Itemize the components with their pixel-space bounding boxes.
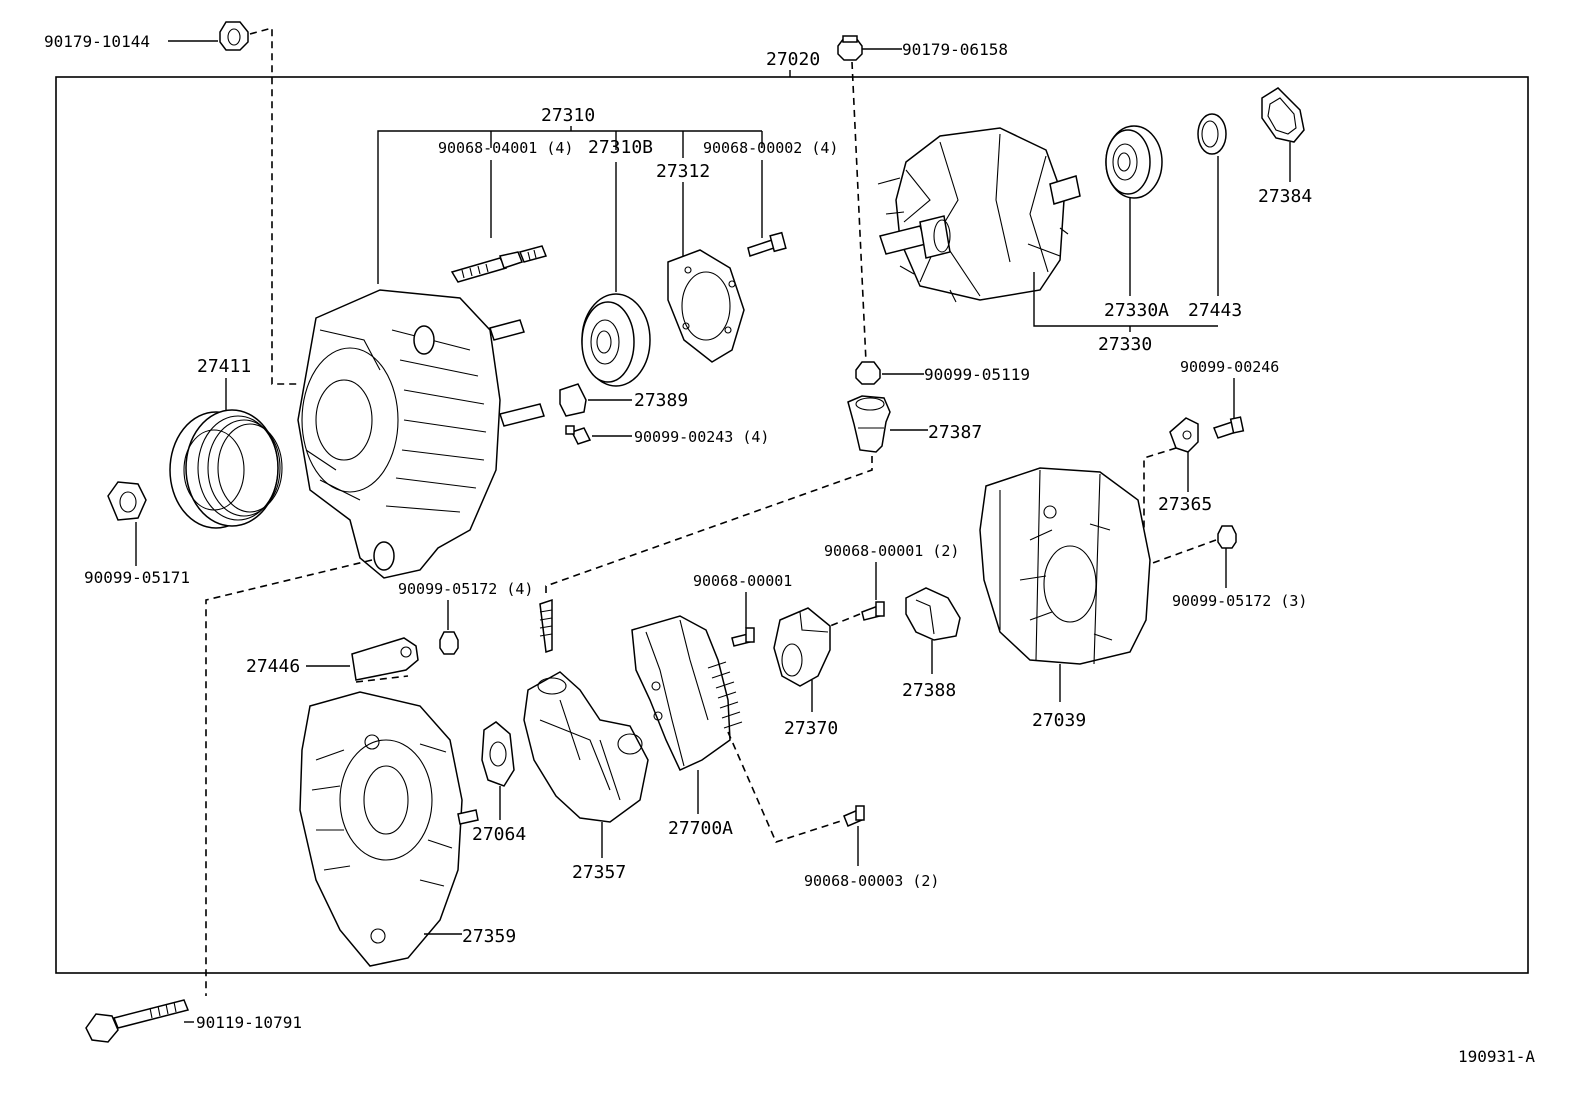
screw-90068-00002 (747, 231, 787, 257)
brush-holder-27370 (773, 607, 831, 687)
leader-dashed-90099-05172-3 (1149, 539, 1217, 565)
terminal-27387 (847, 395, 891, 453)
bearing-27330A (1105, 125, 1163, 199)
label-27359: 27359 (462, 926, 516, 947)
label-90099-05171: 90099-05171 (84, 568, 190, 587)
screw-90068-00001 (731, 627, 755, 647)
label-27446: 27446 (246, 656, 300, 677)
regulator-27700A (631, 615, 743, 771)
rear-cover-27039 (979, 467, 1151, 665)
label-27039: 27039 (1032, 710, 1086, 731)
nut-90179-06158 (837, 35, 863, 61)
leader-dashed-27700A (727, 731, 845, 843)
cover-27388 (905, 587, 961, 641)
label-27310B: 27310B (588, 137, 653, 158)
label-90068-00002: 90068-00002 (4) (703, 139, 838, 157)
rotor-27330 (877, 127, 1081, 303)
bearing-27310B (581, 293, 651, 387)
leader-dashed-27446 (355, 675, 409, 683)
label-27388: 27388 (902, 680, 956, 701)
label-27370: 27370 (784, 718, 838, 739)
nut-90099-05119 (855, 361, 881, 385)
diagram-id: 190931-A (1458, 1047, 1535, 1066)
rectifier-27357 (523, 598, 649, 823)
label-90099-05172-4: 90099-05172 (4) (398, 580, 533, 598)
screw-90099-00243 (565, 425, 592, 445)
leader-dashed-90179-10144 (249, 26, 300, 385)
label-27312: 27312 (656, 161, 710, 182)
pulley-27411 (169, 409, 283, 529)
alternator-housing-27310 (297, 289, 545, 579)
leader-dashed-housing (205, 559, 373, 996)
label-90179-10144: 90179-10144 (44, 32, 150, 51)
label-90068-00001-2: 90068-00001 (2) (824, 542, 959, 560)
washer-27443 (1197, 113, 1227, 155)
drive-end-frame-27359 (299, 691, 479, 967)
bracket-27365 (1169, 417, 1199, 453)
label-27357: 27357 (572, 862, 626, 883)
label-27384: 27384 (1258, 186, 1312, 207)
leader-dashed-90179-06158 (851, 61, 867, 363)
label-90068-00003: 90068-00003 (2) (804, 872, 939, 890)
stud-90068-04001 (450, 245, 548, 283)
label-90068-00001: 90068-00001 (693, 572, 792, 590)
cover-27384 (1261, 87, 1305, 143)
bracket-27446 (351, 637, 419, 681)
label-90099-00246: 90099-00246 (1180, 358, 1279, 376)
label-90099-05119: 90099-05119 (924, 365, 1030, 384)
label-27064: 27064 (472, 824, 526, 845)
retainer-plate-27312 (667, 249, 745, 363)
label-27330: 27330 (1098, 334, 1152, 355)
nut-90099-05172-4 (439, 631, 459, 655)
assembly-frame (55, 76, 1529, 974)
label-90068-04001: 90068-04001 (4) (438, 139, 573, 157)
label-27365: 27365 (1158, 494, 1212, 515)
label-27020: 27020 (766, 49, 820, 70)
insulator-27389 (559, 383, 587, 417)
label-90119-10791: 90119-10791 (196, 1013, 302, 1032)
plate-27064 (481, 721, 515, 787)
nut-90179-10144 (219, 21, 249, 51)
nut-90099-05171 (107, 481, 147, 521)
label-27330A: 27330A (1104, 300, 1169, 321)
label-27700A: 27700A (668, 818, 733, 839)
label-27411: 27411 (197, 356, 251, 377)
label-90099-00243: 90099-00243 (4) (634, 428, 769, 446)
screw-90068-00001-2 (861, 601, 885, 621)
label-27310: 27310 (541, 105, 595, 126)
label-90179-06158: 90179-06158 (902, 40, 1008, 59)
label-27387: 27387 (928, 422, 982, 443)
leader-dashed-27387 (545, 456, 873, 598)
label-27389: 27389 (634, 390, 688, 411)
screw-90068-00003 (843, 805, 865, 827)
bolt-90099-00246 (1213, 416, 1245, 439)
label-90099-05172-3: 90099-05172 (3) (1172, 592, 1307, 610)
leader-dashed-90068-00001-2 (829, 613, 861, 627)
nut-90099-05172-3 (1217, 525, 1237, 549)
bolt-90119-10791 (85, 999, 190, 1043)
label-27443: 27443 (1188, 300, 1242, 321)
